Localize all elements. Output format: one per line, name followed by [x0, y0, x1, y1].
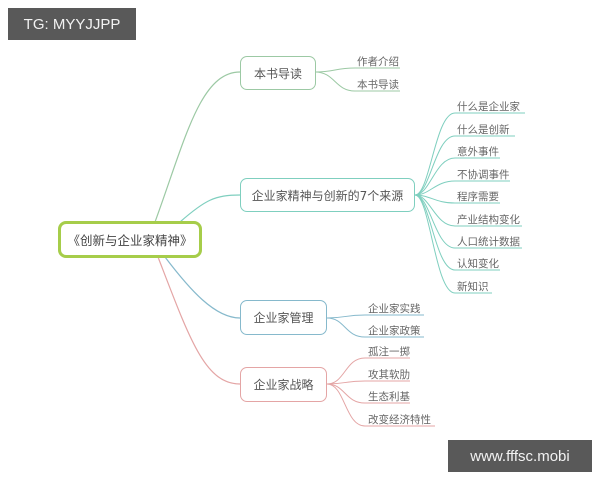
leaf-perception-change[interactable]: 认知变化 — [457, 258, 499, 270]
leaf-change-economics[interactable]: 改变经济特性 — [368, 414, 431, 426]
leaf-demographics[interactable]: 人口统计数据 — [457, 236, 520, 248]
branch-node-seven-sources[interactable]: 企业家精神与创新的7个来源 — [240, 178, 415, 212]
leaf-new-knowledge[interactable]: 新知识 — [457, 281, 489, 293]
leaf-author-intro[interactable]: 作者介绍 — [357, 56, 399, 68]
leaf-unexpected[interactable]: 意外事件 — [457, 146, 499, 158]
branch-node-reading-guide[interactable]: 本书导读 — [240, 56, 316, 90]
root-node[interactable]: 《创新与企业家精神》 — [58, 221, 202, 258]
leaf-industry-structure[interactable]: 产业结构变化 — [457, 214, 520, 226]
leaf-book-guide[interactable]: 本书导读 — [357, 79, 399, 91]
branch-node-strategy[interactable]: 企业家战略 — [240, 367, 327, 402]
branch-node-management[interactable]: 企业家管理 — [240, 300, 327, 335]
leaf-what-is-innovation[interactable]: 什么是创新 — [457, 124, 510, 136]
watermark-bottom: www.fffsc.mobi — [448, 440, 592, 472]
watermark-top: TG: MYYJJPP — [8, 8, 136, 40]
leaf-what-is-entrepreneur[interactable]: 什么是企业家 — [457, 101, 520, 113]
leaf-entrepreneurial-policy[interactable]: 企业家政策 — [368, 325, 421, 337]
leaf-hit-weakness[interactable]: 攻其软肋 — [368, 369, 410, 381]
leaf-all-in[interactable]: 孤注一掷 — [368, 346, 410, 358]
leaf-entrepreneurial-practice[interactable]: 企业家实践 — [368, 303, 421, 315]
leaf-ecological-niche[interactable]: 生态利基 — [368, 391, 410, 403]
leaf-incongruity[interactable]: 不协调事件 — [457, 169, 510, 181]
leaf-process-need[interactable]: 程序需要 — [457, 191, 499, 203]
